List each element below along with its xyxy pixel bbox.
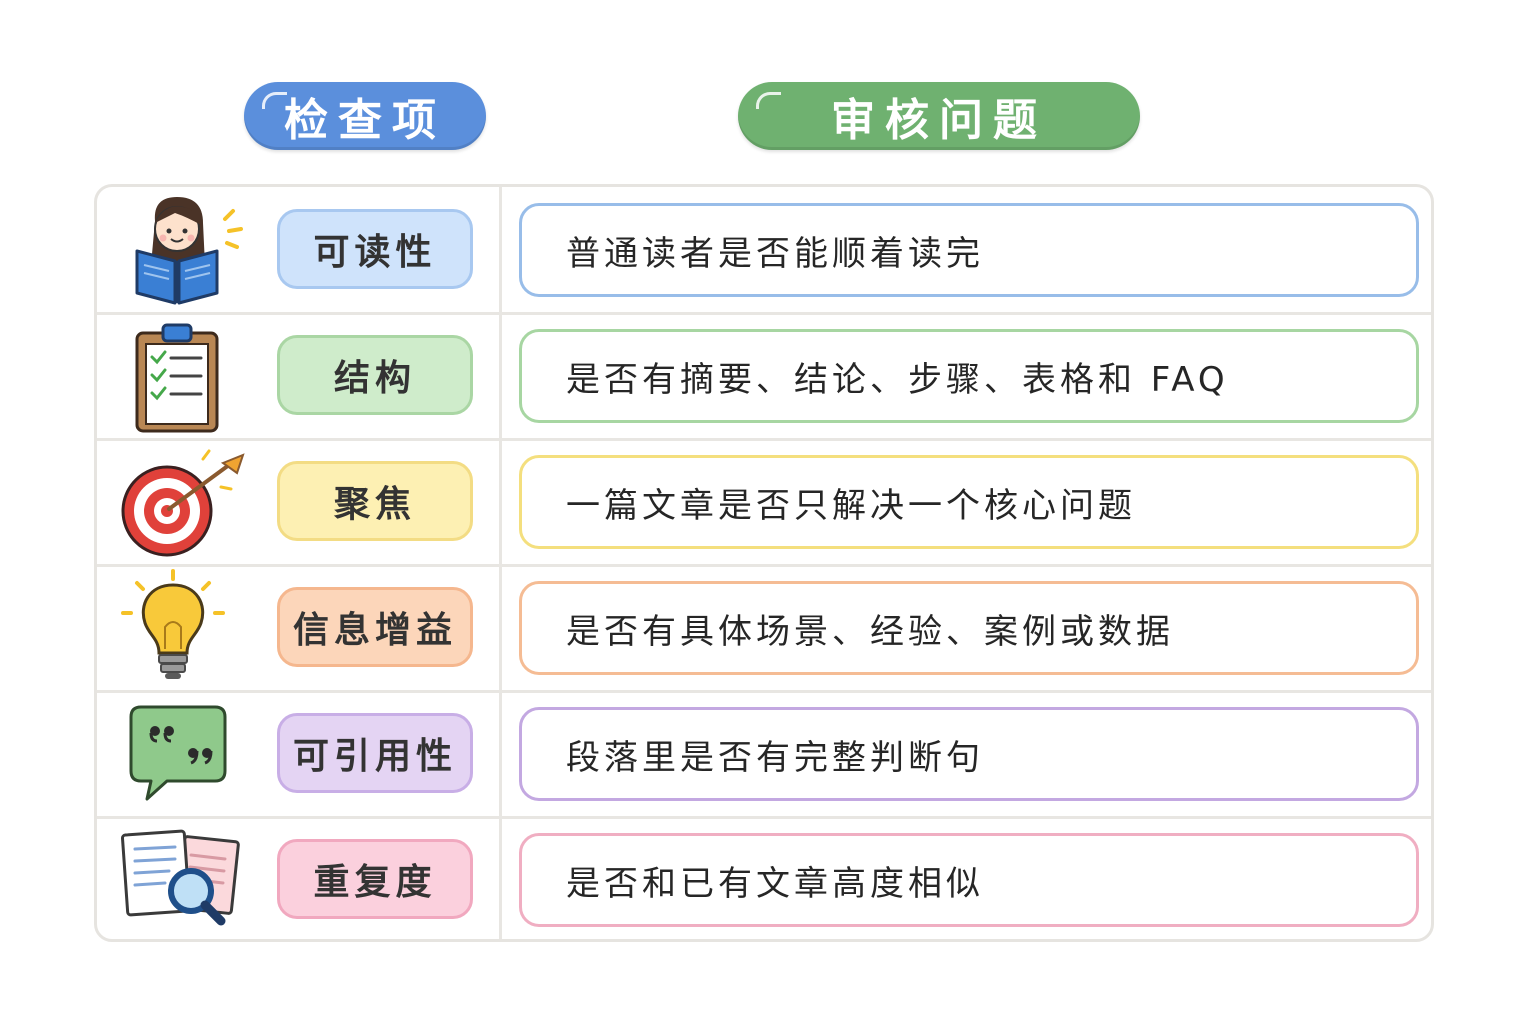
checklist-table: 可读性 普通读者是否能顺着读完 结构 是否有摘要、结论、步骤、表格和 FAQ xyxy=(94,184,1434,942)
review-question-text: 段落里是否有完整判断句 xyxy=(566,737,984,778)
target-icon xyxy=(121,449,245,557)
check-item-label: 重复度 xyxy=(313,862,437,903)
row-separator xyxy=(97,564,1431,567)
header-review-questions: 审核问题 xyxy=(738,82,1140,150)
check-item-label: 可读性 xyxy=(313,232,437,273)
review-question-information-gain: 是否有具体场景、经验、案例或数据 xyxy=(519,581,1419,675)
clipboard-checklist-icon xyxy=(135,323,219,433)
row-separator xyxy=(97,690,1431,693)
review-question-citability: 段落里是否有完整判断句 xyxy=(519,707,1419,801)
check-item-information-gain: 信息增益 xyxy=(277,587,473,667)
row-separator xyxy=(97,312,1431,315)
review-question-focus: 一篇文章是否只解决一个核心问题 xyxy=(519,455,1419,549)
review-question-text: 普通读者是否能顺着读完 xyxy=(566,233,984,274)
review-question-text: 一篇文章是否只解决一个核心问题 xyxy=(566,485,1136,526)
column-divider xyxy=(499,187,502,939)
row-separator xyxy=(97,816,1431,819)
check-item-structure: 结构 xyxy=(277,335,473,415)
table-row: 聚焦 一篇文章是否只解决一个核心问题 xyxy=(97,439,1431,567)
review-question-text: 是否有摘要、结论、步骤、表格和 FAQ xyxy=(566,359,1229,400)
reader-icon xyxy=(135,197,243,305)
review-question-readability: 普通读者是否能顺着读完 xyxy=(519,203,1419,297)
quote-bubble-icon xyxy=(129,705,227,801)
review-question-text: 是否有具体场景、经验、案例或数据 xyxy=(566,611,1174,652)
check-item-duplication: 重复度 xyxy=(277,839,473,919)
header-check-items: 检查项 xyxy=(244,82,486,150)
table-row: 结构 是否有摘要、结论、步骤、表格和 FAQ xyxy=(97,313,1431,441)
review-question-text: 是否和已有文章高度相似 xyxy=(566,863,984,904)
review-question-structure: 是否有摘要、结论、步骤、表格和 FAQ xyxy=(519,329,1419,423)
table-row: 重复度 是否和已有文章高度相似 xyxy=(97,817,1431,943)
table-row: 可读性 普通读者是否能顺着读完 xyxy=(97,187,1431,315)
review-question-duplication: 是否和已有文章高度相似 xyxy=(519,833,1419,927)
table-row: 信息增益 是否有具体场景、经验、案例或数据 xyxy=(97,565,1431,693)
header-review-questions-label: 审核问题 xyxy=(831,95,1047,146)
check-item-label: 信息增益 xyxy=(292,610,457,651)
lightbulb-icon xyxy=(121,569,225,679)
row-separator xyxy=(97,438,1431,441)
header-check-items-label: 检查项 xyxy=(284,95,446,146)
check-item-citability: 可引用性 xyxy=(277,713,473,793)
table-row: 可引用性 段落里是否有完整判断句 xyxy=(97,691,1431,819)
check-item-label: 可引用性 xyxy=(292,736,457,777)
check-item-label: 结构 xyxy=(333,358,416,399)
check-item-label: 聚焦 xyxy=(333,484,416,525)
check-item-focus: 聚焦 xyxy=(277,461,473,541)
check-item-readability: 可读性 xyxy=(277,209,473,289)
documents-magnifier-icon xyxy=(120,829,240,926)
